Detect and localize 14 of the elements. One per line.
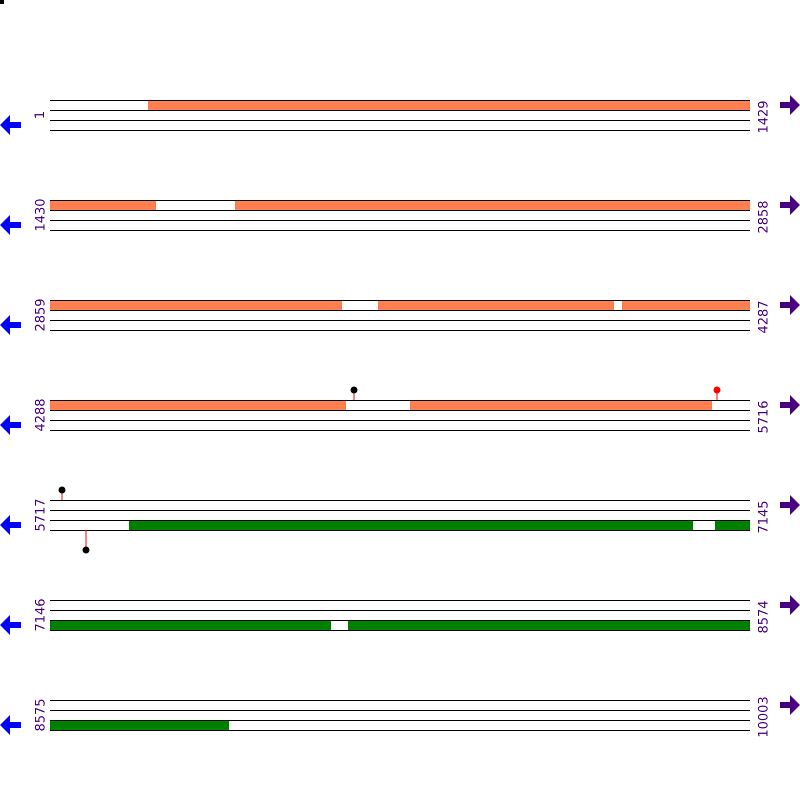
- position-number: 1430: [34, 198, 48, 232]
- position-number: 10003: [757, 696, 772, 738]
- position-number: 4287: [757, 300, 772, 334]
- position-number: 5716: [757, 400, 772, 434]
- position-number: 4288: [34, 398, 48, 432]
- position-number: 1: [34, 110, 48, 120]
- position-number: 5717: [34, 498, 48, 532]
- position-number: 2859: [34, 298, 48, 332]
- position-number: 8575: [34, 698, 48, 732]
- position-number: 7145: [757, 500, 772, 534]
- position-number: 7146: [34, 598, 48, 632]
- position-number: 2858: [757, 200, 772, 234]
- position-number: 1429: [757, 100, 772, 134]
- position-number: 8574: [757, 600, 772, 634]
